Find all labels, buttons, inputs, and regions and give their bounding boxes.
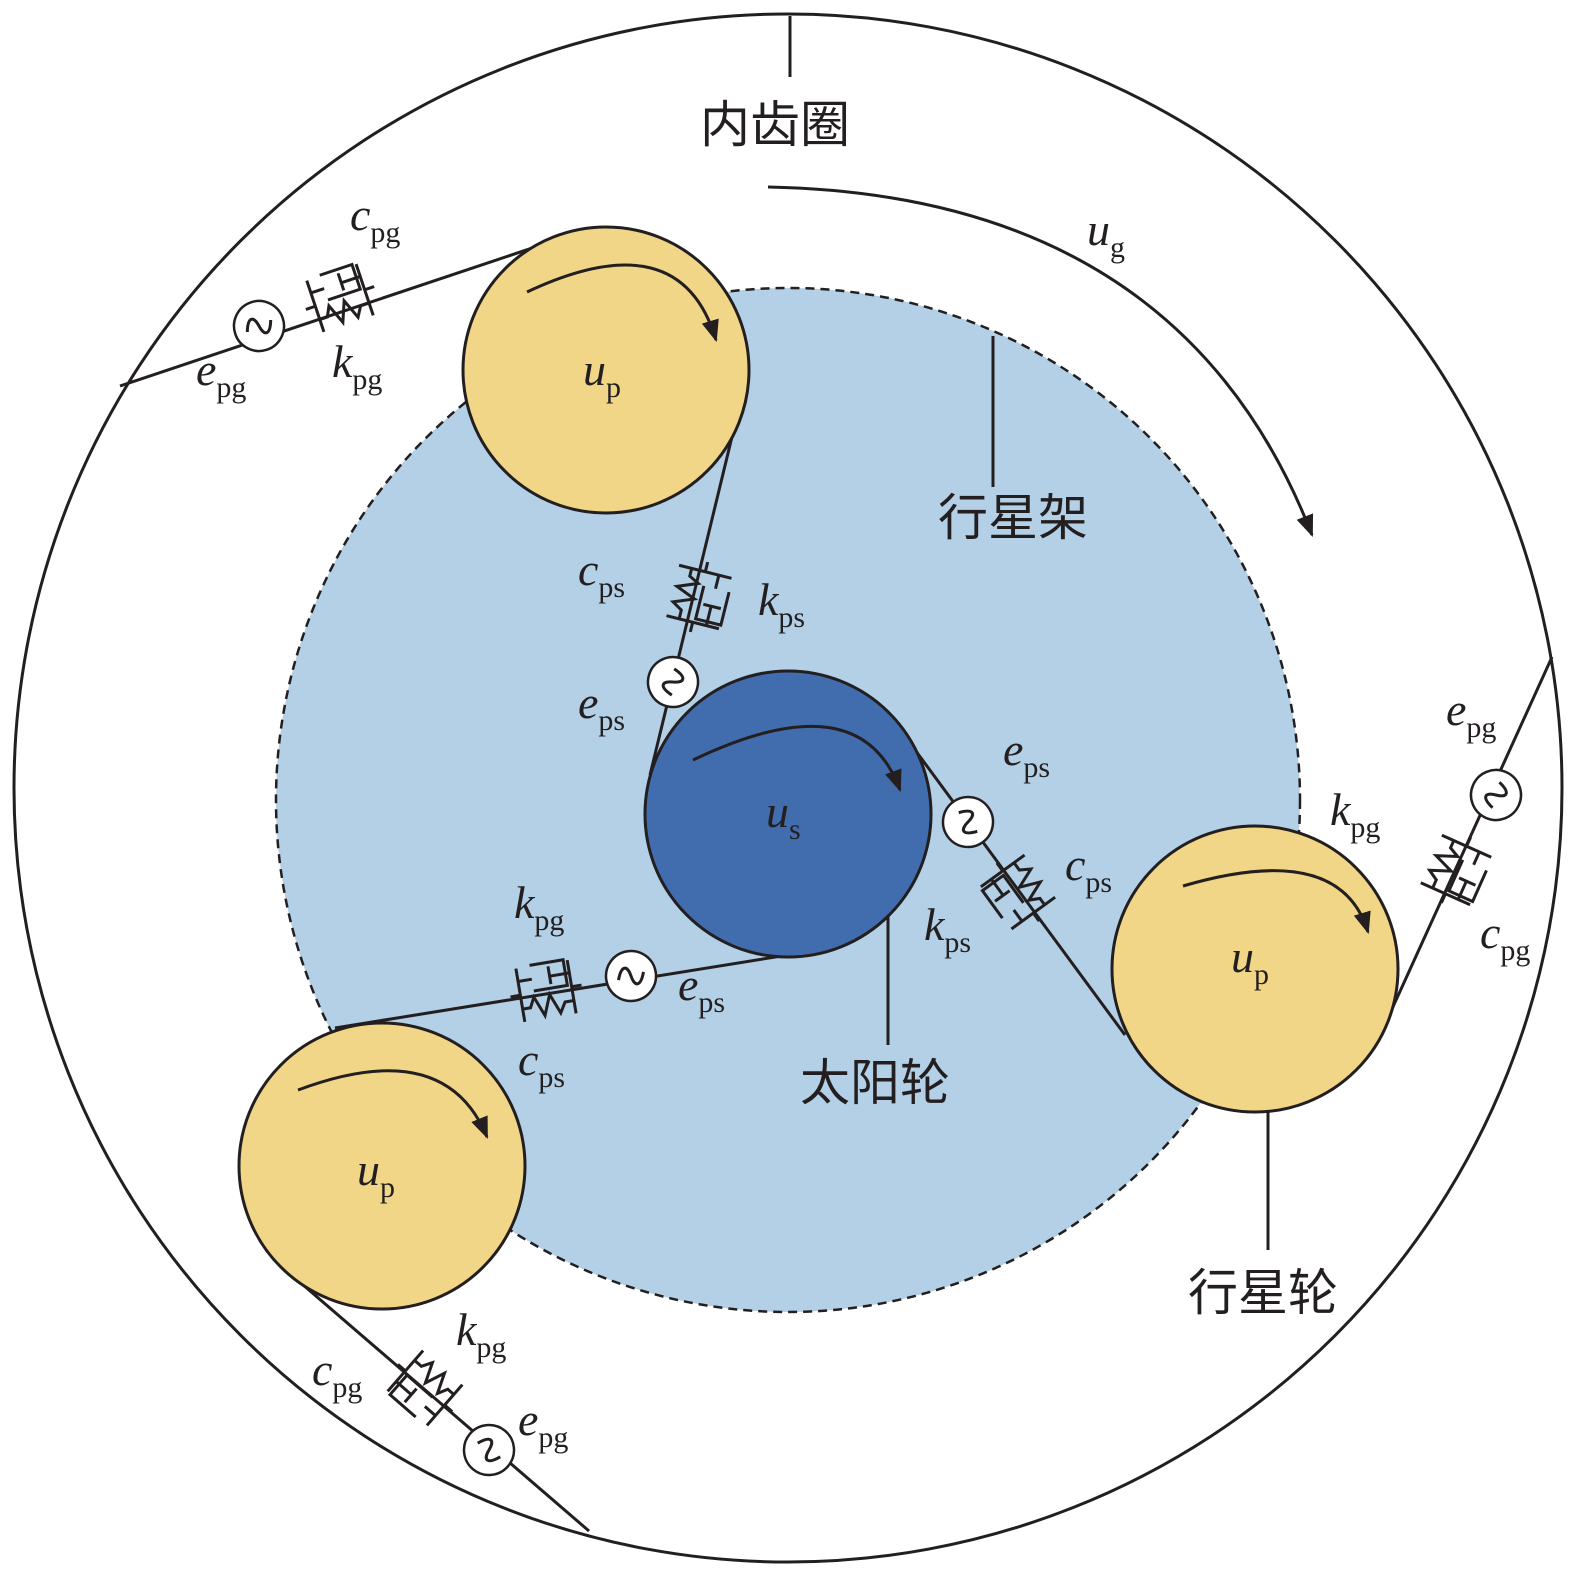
svg-text:us: us — [766, 786, 801, 846]
ug-label: ug — [1087, 204, 1125, 264]
svg-text:epg: epg — [518, 1394, 568, 1454]
svg-text:eps: eps — [1003, 724, 1050, 784]
kpg-label-2: kpg — [1330, 784, 1380, 844]
mesh-sun-planet2 — [905, 738, 1127, 1036]
cpg-label-4: cpg — [312, 1344, 362, 1404]
us-label: us — [766, 786, 801, 846]
ring-rotation-arrow — [767, 185, 1314, 538]
planet2-rotation-arrow — [1182, 869, 1371, 935]
svg-text:ug: ug — [1087, 204, 1125, 264]
svg-text:kpg: kpg — [332, 336, 382, 396]
svg-text:kps: kps — [924, 899, 971, 959]
svg-text:up: up — [357, 1144, 395, 1204]
svg-text:kpg: kpg — [1330, 784, 1380, 844]
svg-text:up: up — [1231, 931, 1269, 991]
eps-label-1: eps — [578, 677, 625, 737]
planet-gear-3 — [237, 1021, 527, 1311]
sun-rotation-arrow — [692, 724, 902, 793]
kps-label-1: kps — [758, 574, 805, 634]
planet-gear-2 — [1110, 824, 1400, 1114]
planet3-rotation-arrow — [297, 1069, 489, 1140]
cpg-label-2: cpg — [1480, 907, 1530, 967]
svg-text:cps: cps — [578, 544, 625, 604]
mesh-planet1-sun — [641, 411, 740, 776]
ring-gear-circle — [12, 12, 1564, 1564]
up-label-3: up — [357, 1144, 395, 1204]
kpg-label-4: kpg — [456, 1304, 506, 1364]
cps-label-1: cps — [578, 544, 625, 604]
epg-label-1: epg — [196, 344, 246, 404]
svg-text:cps: cps — [518, 1034, 565, 1094]
up-label-1: up — [583, 344, 621, 404]
svg-text:epg: epg — [196, 344, 246, 404]
svg-text:up: up — [583, 344, 621, 404]
eps-label-2: eps — [1003, 724, 1050, 784]
svg-text:cps: cps — [1065, 839, 1112, 899]
svg-text:epg: epg — [1446, 684, 1496, 744]
cpg-label-1: cpg — [350, 189, 400, 249]
mesh-sun-planet3 — [334, 945, 801, 1030]
cps-label-3: cps — [518, 1034, 565, 1094]
kpg-label-3: kpg — [514, 877, 564, 937]
epg-label-2: epg — [1446, 684, 1496, 744]
carrier-label: 行星架 — [938, 489, 1088, 547]
svg-text:kps: kps — [758, 574, 805, 634]
cps-label-2: cps — [1065, 839, 1112, 899]
mesh-planet2-ring — [1385, 656, 1554, 1021]
svg-text:kpg: kpg — [514, 877, 564, 937]
planet1-rotation-arrow — [526, 263, 719, 343]
sun-gear-label: 太阳轮 — [800, 1054, 950, 1112]
ring-gear-label: 内齿圈 — [700, 96, 850, 154]
up-label-2: up — [1231, 931, 1269, 991]
mesh-planet1-ring — [119, 228, 587, 388]
eps-label-3: eps — [678, 959, 725, 1019]
mesh-planet3-ring — [301, 1282, 590, 1533]
svg-text:cpg: cpg — [350, 189, 400, 249]
epg-label-4: epg — [518, 1394, 568, 1454]
svg-text:cpg: cpg — [1480, 907, 1530, 967]
svg-text:kpg: kpg — [456, 1304, 506, 1364]
kpg-label-1: kpg — [332, 336, 382, 396]
kps-label-2: kps — [924, 899, 971, 959]
svg-text:eps: eps — [578, 677, 625, 737]
svg-text:eps: eps — [678, 959, 725, 1019]
planet-gear-label: 行星轮 — [1188, 1264, 1338, 1322]
sun-gear — [643, 669, 933, 959]
svg-text:cpg: cpg — [312, 1344, 362, 1404]
planet-gear-1 — [461, 225, 751, 515]
